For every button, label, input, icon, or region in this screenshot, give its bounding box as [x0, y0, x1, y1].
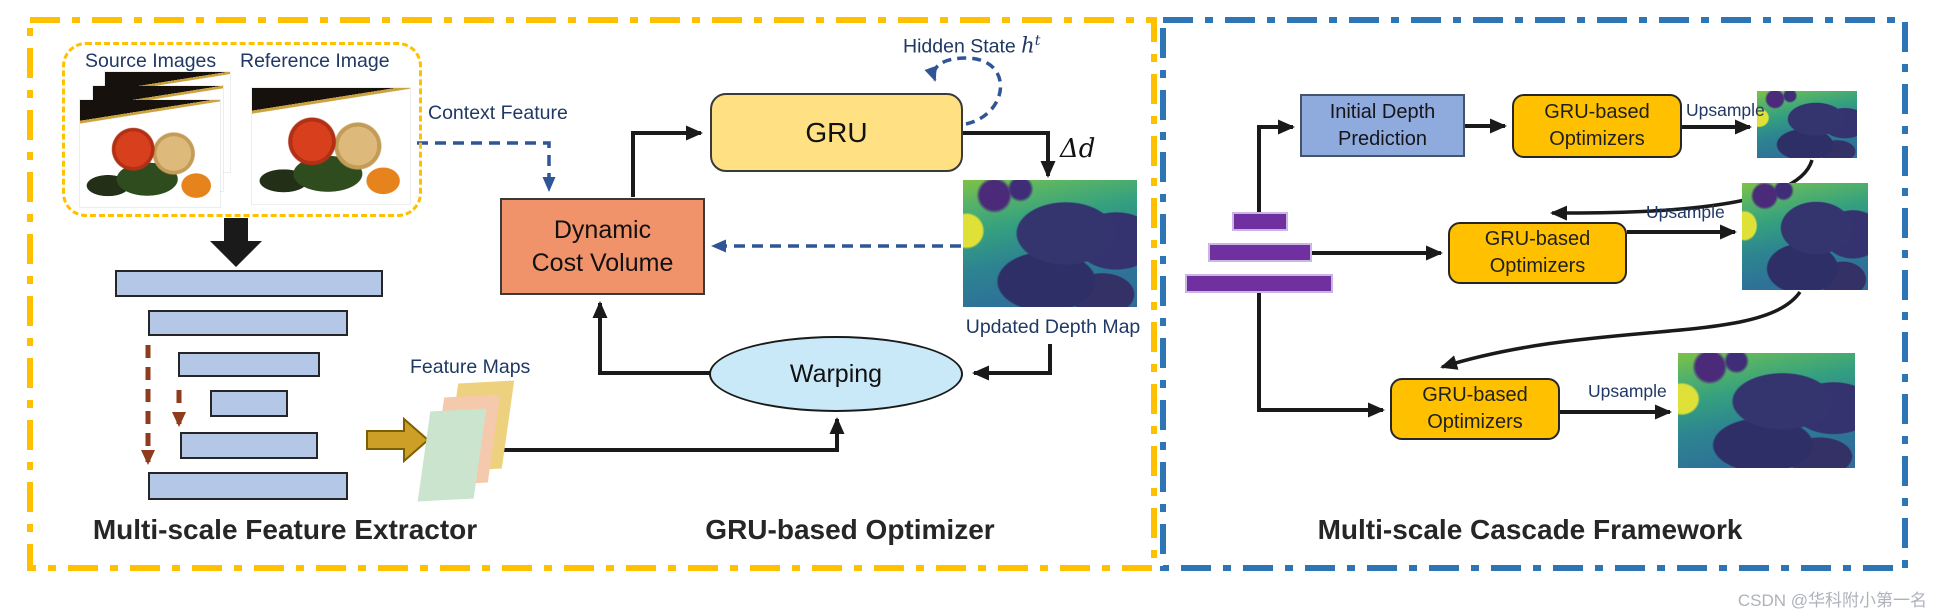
- depth-map-stage-1: [1757, 91, 1857, 158]
- down-arrow-icon: [210, 218, 262, 267]
- caption-gru-optimizer: GRU-based Optimizer: [705, 514, 995, 545]
- hidden-state-var: h: [1021, 33, 1035, 58]
- context-feature-label: Context Feature: [428, 102, 568, 124]
- arrow-warping-to-costvolume: [592, 301, 710, 375]
- gru-box: GRU: [710, 93, 963, 172]
- reference-image-label: Reference Image: [240, 50, 390, 72]
- warping-ellipse: Warping: [709, 336, 963, 412]
- feature-rect-1: [115, 270, 383, 297]
- arrow-costvolume-to-gru: [631, 125, 703, 197]
- pyramid-bar-medium: [1208, 243, 1312, 262]
- source-image-photo-front: [80, 100, 220, 207]
- gru-optimizer-1-line1: GRU-based: [1544, 101, 1650, 123]
- gru-optimizer-3-line1: GRU-based: [1422, 384, 1528, 406]
- updated-depth-map-label: Updated Depth Map: [965, 316, 1141, 338]
- gru-optimizer-box-3: GRU-based Optimizers: [1390, 378, 1560, 440]
- gru-optimizer-box-2: GRU-based Optimizers: [1448, 222, 1627, 284]
- gru-optimizer-1-line2: Optimizers: [1549, 128, 1645, 150]
- upsample-label-1: Upsample: [1686, 100, 1765, 120]
- watermark: CSDN @华科附小第一名: [1737, 591, 1927, 610]
- arrow-featuremaps-to-warping: [500, 417, 845, 452]
- updated-depth-map-image: [963, 180, 1137, 307]
- feature-map-sheet-green: [417, 408, 487, 502]
- pyramid-bar-large: [1185, 274, 1333, 293]
- source-images-label: Source Images: [85, 50, 217, 72]
- arrow-pyramid-to-opt3: [1257, 293, 1385, 418]
- cost-volume-line2: Cost Volume: [531, 248, 674, 277]
- hidden-state-sup: t: [1034, 33, 1041, 49]
- gru-label: GRU: [805, 116, 868, 148]
- delta-d-label: Δd: [1060, 134, 1096, 164]
- feature-rect-2: [148, 310, 348, 336]
- cost-volume-line1: Dynamic: [553, 216, 652, 244]
- hidden-state-text: Hidden State: [903, 35, 1016, 58]
- depth-map-stage-2: [1742, 183, 1868, 290]
- feature-rect-6: [148, 472, 348, 500]
- initial-depth-line2: Prediction: [1338, 127, 1427, 150]
- caption-cascade-framework: Multi-scale Cascade Framework: [1317, 514, 1743, 545]
- hidden-state-label: Hidden State ht: [903, 33, 1040, 59]
- arrow-depthmap-to-warping: [972, 344, 1052, 381]
- arrow-pyramid-to-initial: [1257, 119, 1295, 212]
- warping-label: Warping: [789, 359, 883, 388]
- caption-feature-extractor: Multi-scale Feature Extractor: [92, 514, 478, 545]
- feature-rect-3: [178, 352, 320, 377]
- feature-maps-label: Feature Maps: [410, 356, 531, 378]
- gold-arrow-icon: [366, 416, 430, 464]
- dynamic-cost-volume-box: Dynamic Cost Volume: [500, 198, 705, 295]
- gru-optimizer-2-line2: Optimizers: [1489, 255, 1586, 277]
- gru-optimizer-box-1: GRU-based Optimizers: [1512, 94, 1682, 158]
- reference-image-photo: [252, 88, 410, 204]
- initial-depth-line1: Initial Depth: [1329, 100, 1436, 123]
- depth-map-stage-3: [1678, 353, 1855, 468]
- initial-depth-prediction-box: Initial Depth Prediction: [1300, 94, 1465, 157]
- gru-optimizer-2-line1: GRU-based: [1484, 228, 1591, 250]
- gru-optimizer-3-line2: Optimizers: [1427, 411, 1523, 433]
- upsample-label-3: Upsample: [1588, 381, 1667, 401]
- arrow-gru-to-depthmap: [963, 131, 1056, 178]
- feature-rect-5: [180, 432, 318, 459]
- upsample-label-2: Upsample: [1646, 202, 1725, 222]
- feature-rect-4: [210, 390, 288, 417]
- pyramid-bar-small: [1232, 212, 1288, 231]
